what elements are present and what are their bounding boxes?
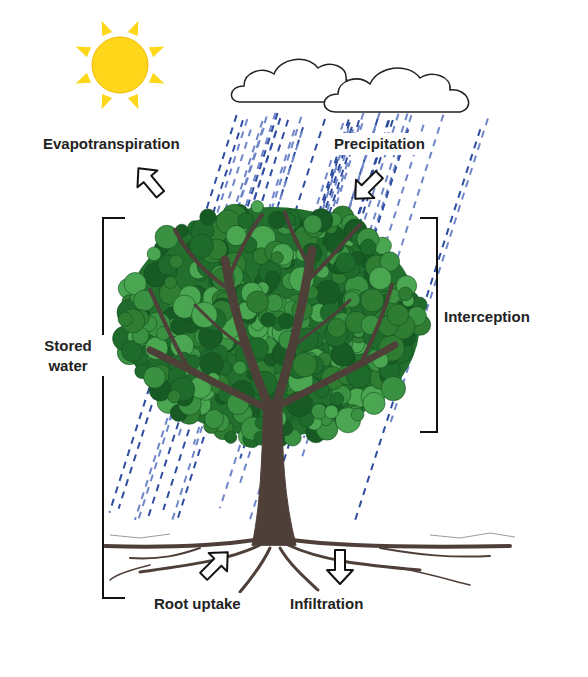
leaf-cluster: [261, 313, 276, 328]
sun-ray: [76, 47, 91, 58]
leaf-cluster: [200, 352, 224, 376]
leaf-cluster: [118, 312, 132, 326]
leaf-cluster: [165, 276, 177, 288]
process-arrows: [128, 160, 388, 586]
leaf-cluster: [351, 408, 364, 421]
leaf-cluster: [303, 215, 322, 234]
sun-ray: [76, 73, 91, 84]
cloud: [231, 59, 468, 112]
sun-ray: [149, 47, 164, 58]
leaf-cluster: [327, 318, 346, 337]
leaf-cluster: [170, 255, 184, 269]
sun-rays: [76, 21, 165, 110]
leaf-cluster: [315, 280, 340, 305]
sun-ray: [128, 94, 139, 109]
leaf-cluster: [190, 234, 214, 258]
sun-ray: [102, 21, 113, 36]
leaf-cluster: [147, 247, 161, 261]
leaf-cluster: [205, 410, 224, 429]
raindrop-line: [177, 127, 303, 520]
leaf-cluster: [381, 377, 405, 401]
raindrop-line: [239, 129, 353, 485]
tree-canopy: [113, 201, 431, 448]
leaf-cluster: [247, 291, 269, 313]
leaf-cluster: [399, 287, 413, 301]
leaf-cluster: [335, 253, 355, 273]
leaf-cluster: [168, 390, 181, 403]
leaf-cluster: [361, 289, 384, 312]
process-label: Root uptake: [151, 593, 244, 615]
leaf-cluster: [330, 392, 343, 405]
leaf-cluster: [272, 244, 294, 266]
rain: [109, 113, 488, 521]
leaf-cluster: [238, 213, 254, 229]
leaf-cluster: [293, 353, 317, 377]
leaf-cluster: [269, 211, 286, 228]
brackets: [103, 218, 437, 598]
leaf-cluster: [363, 392, 385, 414]
sun-ray: [149, 73, 164, 84]
process-label: Infiltration: [287, 593, 366, 615]
leaf-cluster: [170, 318, 187, 335]
leaf-cluster: [225, 431, 237, 443]
sun: [92, 37, 148, 93]
sun-ray: [128, 21, 139, 36]
ground-cracks: [110, 533, 515, 538]
leaf-cluster: [325, 405, 339, 419]
leaf-cluster: [279, 313, 295, 329]
leaf-cluster: [271, 252, 283, 264]
leaf-cluster: [387, 304, 409, 326]
raindrop-line: [391, 119, 488, 422]
leaf-cluster: [251, 201, 263, 213]
process-label: Stored water: [30, 335, 106, 376]
leaf-cluster: [144, 366, 166, 388]
tree-roots: [105, 540, 510, 592]
leaf-cluster: [369, 267, 392, 290]
sun-ray: [102, 94, 113, 109]
leaf-cluster: [360, 239, 376, 255]
process-label: Interception: [441, 306, 533, 328]
raindrop-line: [119, 120, 243, 508]
leaf-cluster: [233, 361, 247, 375]
tree-trunk: [150, 212, 395, 545]
process-label: Evapotranspiration: [40, 133, 183, 155]
leaf-cluster: [200, 209, 216, 225]
raindrop-line: [109, 115, 236, 512]
raindrop-line: [240, 120, 349, 459]
process-label: Precipitation: [331, 133, 428, 155]
leaf-cluster: [265, 271, 280, 286]
